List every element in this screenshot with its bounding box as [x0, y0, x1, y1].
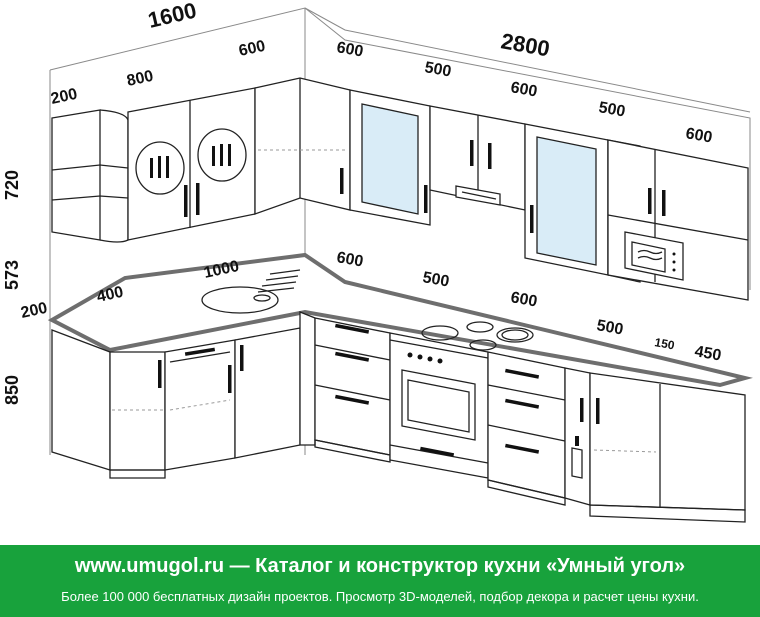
lower-cabinets: [51, 311, 746, 523]
dim-upper-600-glass: 600: [335, 39, 364, 60]
dim-lower-200: 200: [19, 300, 49, 322]
dim-height-upper: 720: [2, 170, 22, 200]
dim-upper-500-hood: 500: [423, 59, 452, 80]
footer-title[interactable]: www.umugol.ru — Каталог и конструктор ку…: [74, 555, 686, 577]
upper-glass-cabinet-1: [349, 89, 431, 226]
upper-open-shelf: [51, 109, 129, 243]
dim-lower-450: 450: [693, 343, 722, 364]
dim-lower-600-a: 600: [335, 249, 364, 270]
lower-bottle-cabinet: [564, 367, 591, 506]
kitchen-drawing: 1600 2800 720 573 850 200 800 600 600 50…: [2, 0, 753, 523]
dim-total-left: 1600: [146, 0, 199, 33]
dim-upper-600-micro: 600: [684, 125, 713, 146]
oven-knobs: [407, 352, 443, 364]
drainboard: [257, 269, 301, 293]
dim-upper-800: 800: [125, 68, 155, 90]
upper-corner-cabinet: [254, 77, 351, 215]
upper-hood-cabinet: [429, 105, 526, 211]
bottle-icon: [571, 447, 583, 479]
footer-subtitle: Более 100 000 бесплатных дизайн проектов…: [61, 589, 699, 604]
dim-upper-600-corner: 600: [237, 38, 267, 60]
hob: [421, 321, 534, 351]
dim-height-gap: 573: [2, 260, 22, 290]
countertop: [47, 252, 753, 388]
dim-lower-500-hob: 500: [421, 269, 450, 290]
plate-icon: [135, 141, 185, 195]
dim-upper-200: 200: [49, 86, 79, 108]
lower-oven-cabinet: [389, 332, 489, 479]
dim-lower-150: 150: [653, 335, 675, 352]
dim-lower-400: 400: [95, 284, 125, 306]
lower-cabinet-400: [234, 327, 301, 459]
dim-lower-500-c: 500: [595, 317, 624, 338]
dim-lower-600-b: 600: [509, 289, 538, 310]
upper-glass-cabinet-2: [524, 123, 609, 276]
dim-upper-600-glass2: 600: [509, 79, 538, 100]
lower-end-cabinet: [51, 329, 166, 479]
dim-total-right: 2800: [499, 28, 552, 61]
plate-icon: [197, 128, 247, 182]
lower-drawers-600: [314, 317, 391, 463]
lower-cabinet-450: [589, 372, 746, 523]
lower-sink-cabinet: [164, 339, 236, 471]
upper-cabinets: [51, 77, 749, 301]
dim-upper-500-right: 500: [597, 99, 626, 120]
dim-height-lower: 850: [2, 375, 22, 405]
lower-drawers-600-right: [487, 351, 566, 506]
upper-microwave-cabinet: [607, 139, 749, 301]
lower-corner-cabinet: [299, 311, 316, 446]
sink: [201, 286, 279, 314]
footer-banner: www.umugol.ru — Каталог и конструктор ку…: [0, 545, 760, 617]
upper-cabinet-800: [127, 87, 256, 241]
